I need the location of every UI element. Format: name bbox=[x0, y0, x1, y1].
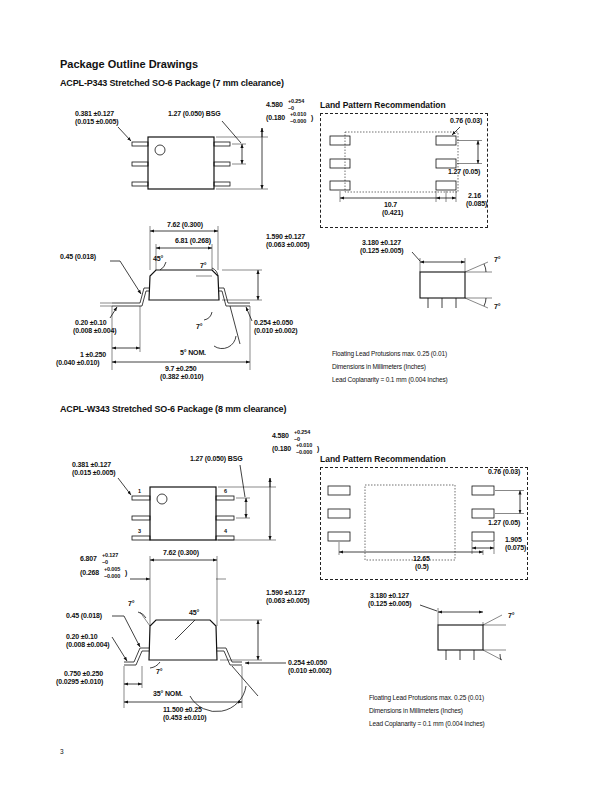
dimension-label: +0.005 bbox=[104, 566, 120, 572]
dimension-label: ) bbox=[311, 114, 313, 122]
dimension-label: (0.0295 ±0.010) bbox=[56, 678, 103, 686]
dimension-label: (0.453 ±0.010) bbox=[163, 714, 206, 722]
dimension-label: 1 bbox=[138, 488, 141, 494]
dimension-label: 45° bbox=[189, 609, 199, 617]
dimension-label: (0.5) bbox=[415, 563, 429, 571]
dimension-label: 7.62 (0.300) bbox=[167, 221, 203, 229]
dimension-label: 0.45 (0.018) bbox=[66, 612, 102, 620]
dimension-label: (0.008 ±0.004) bbox=[66, 641, 109, 649]
dimension-label: (0.008 ±0.004) bbox=[73, 327, 116, 335]
dimension-label: 4 bbox=[224, 528, 227, 534]
dimension-label: 10.7 bbox=[384, 201, 397, 209]
dimension-label: −0 bbox=[102, 559, 108, 565]
dimension-label: 0.20 ±0.10 bbox=[75, 319, 107, 327]
dimension-label: 6 bbox=[224, 488, 227, 494]
dimension-label: 5° NOM. bbox=[180, 349, 206, 357]
dimension-label: 4.580 bbox=[266, 101, 283, 109]
dimension-label: 1.590 ±0.127 bbox=[266, 233, 305, 241]
dimension-label: (0.125 ±0.005) bbox=[368, 600, 411, 608]
dimension-label: (0.040 ±0.010) bbox=[56, 359, 99, 367]
dimension-label: 2.16 bbox=[468, 192, 481, 200]
page-heading: Package Outline Drawings bbox=[60, 58, 198, 71]
dimension-label: 0.254 ±0.050 bbox=[288, 659, 327, 667]
dimension-label: 3 bbox=[138, 528, 141, 534]
dimension-label: (0.180 bbox=[266, 114, 285, 122]
dimension-label: 45° bbox=[153, 255, 163, 263]
dimension-label: ) bbox=[125, 569, 127, 577]
dimension-label: 1.27 (0.05) bbox=[448, 168, 480, 176]
dimension-label: +0.010 bbox=[296, 442, 312, 448]
dimension-label: (0.015 ±0.005) bbox=[75, 118, 118, 126]
dimension-label: 3.180 ±0.127 bbox=[370, 592, 409, 600]
dimension-label: 6.81 (0.268) bbox=[175, 237, 211, 245]
dimension-label: 1 ±0.250 bbox=[80, 351, 106, 359]
dimension-label: 9.7 ±0.250 bbox=[165, 365, 197, 373]
dimension-label: 3.180 ±0.127 bbox=[362, 239, 401, 247]
dimension-label: (0.085) bbox=[466, 200, 487, 208]
note-text: Dimensions in Millimeters (Inches) bbox=[369, 707, 463, 715]
note-text: Dimensions in Millimeters (Inches) bbox=[332, 363, 426, 371]
dimension-label: −0 bbox=[288, 105, 294, 111]
note-text: Floating Lead Protusions max. 0.25 (0.01… bbox=[332, 350, 447, 358]
dimension-label: 7° bbox=[128, 600, 134, 608]
dimension-label: 11.500 ±0.25 bbox=[163, 706, 202, 714]
dimension-label: 12.65 bbox=[413, 555, 430, 563]
dimension-label: (0.063 ±0.005) bbox=[266, 241, 309, 249]
note-text: Lead Coplanarity = 0.1 mm (0.004 Inches) bbox=[332, 376, 448, 384]
dimension-label: (0.125 ±0.005) bbox=[360, 247, 403, 255]
dimension-label: +0.254 bbox=[294, 429, 310, 435]
section-heading: ACPL-P343 Stretched SO-6 Package (7 mm c… bbox=[60, 78, 284, 89]
dimension-label: (0.010 ±0.002) bbox=[254, 327, 297, 335]
box-heading: Land Pattern Recommendation bbox=[320, 100, 488, 111]
dimension-label: 0.45 (0.018) bbox=[60, 253, 96, 261]
dimension-label: 0.76 (0.03) bbox=[488, 468, 520, 476]
dimension-label: 0.381 ±0.127 bbox=[75, 110, 114, 118]
dimension-label: 1.27 (0.050) BSG bbox=[168, 110, 220, 118]
dimension-label: −0 bbox=[294, 436, 300, 442]
dimension-label: 0.20 ±0.10 bbox=[66, 633, 98, 641]
dimension-label: 1.27 (0.05) bbox=[488, 519, 520, 527]
section-heading: ACPL-W343 Stretched SO-6 Package (8 mm c… bbox=[60, 404, 286, 415]
note-text: Lead Coplanarity = 0.1 mm (0.004 Inches) bbox=[369, 720, 485, 728]
dimension-label: (0.063 ±0.005) bbox=[266, 597, 309, 605]
dimension-label: (0.268 bbox=[80, 569, 99, 577]
dimension-label: −0.000 bbox=[290, 118, 306, 124]
dimension-label: 0.254 ±0.050 bbox=[254, 319, 293, 327]
note-text: 3 bbox=[60, 748, 63, 756]
dimension-label: 1.590 ±0.127 bbox=[266, 589, 305, 597]
dimension-label: 7° bbox=[196, 323, 202, 331]
dimension-label: ) bbox=[317, 445, 319, 453]
dimension-label: (0.075) bbox=[505, 544, 526, 552]
dimension-label: 4.580 bbox=[272, 432, 289, 440]
dimension-label: +0.127 bbox=[102, 552, 118, 558]
dimension-label: 7° bbox=[156, 668, 162, 676]
dimension-label: 7.62 (0.300) bbox=[163, 549, 199, 557]
dimension-label: 7° bbox=[494, 256, 500, 264]
dimension-label: (0.382 ±0.010) bbox=[160, 373, 203, 381]
dimension-label: 1.905 bbox=[505, 536, 522, 544]
dimension-label: 7° bbox=[494, 303, 500, 311]
dimension-label: −0.000 bbox=[104, 573, 120, 579]
dimension-label: 7° bbox=[508, 612, 514, 620]
dimension-label: (0.015 ±0.005) bbox=[72, 469, 115, 477]
dimension-label: +0.010 bbox=[290, 111, 306, 117]
dimension-label: 7° bbox=[200, 262, 206, 270]
dimension-label: 0.76 (0.03) bbox=[450, 117, 482, 125]
dimension-label: 0.381 ±0.127 bbox=[72, 461, 111, 469]
note-text: Floating Lead Protusions max. 0.25 (0.01… bbox=[369, 694, 484, 702]
dimension-label: 35° NOM. bbox=[153, 690, 183, 698]
dimension-label: 6.807 bbox=[80, 555, 97, 563]
dimension-label: 0.750 ±0.250 bbox=[64, 670, 103, 678]
dimension-label: (0.180 bbox=[272, 445, 291, 453]
dimension-label: 1.27 (0.050) BSG bbox=[190, 455, 242, 463]
dimension-label: +0.254 bbox=[288, 98, 304, 104]
dimension-label: −0.000 bbox=[296, 449, 312, 455]
box-heading: Land Pattern Recommendation bbox=[320, 454, 528, 465]
dimension-label: (0.010 ±0.002) bbox=[288, 667, 331, 675]
dimension-label: (0.421) bbox=[382, 209, 403, 217]
